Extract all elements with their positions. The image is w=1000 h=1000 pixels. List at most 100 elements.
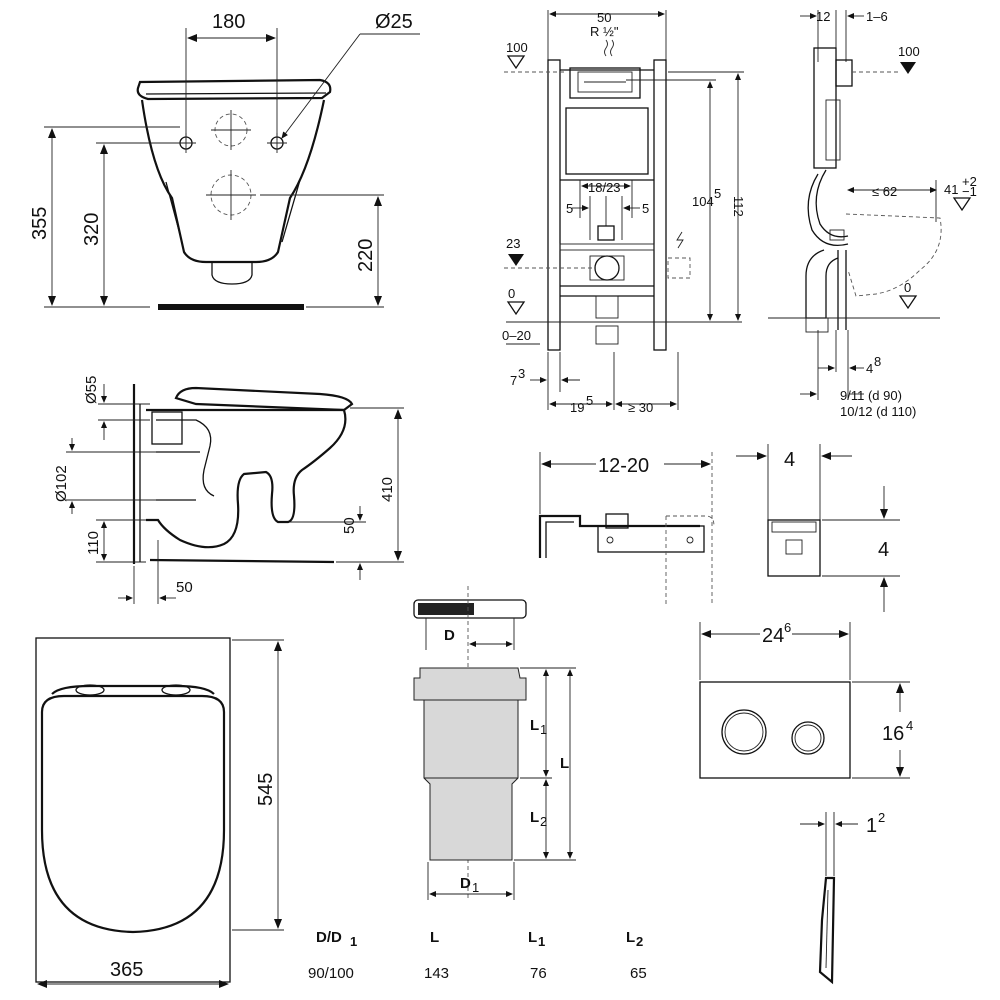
frame-side-level-100: 100 <box>898 44 920 59</box>
table-header-d-d1: D/D <box>316 929 342 946</box>
bracket-end-view <box>767 519 821 577</box>
frame-side-level-0-marker <box>898 295 918 310</box>
front-view: 180 Ø25 355 320 220 <box>29 11 420 310</box>
frame-dim-5a: 5 <box>566 201 573 216</box>
frame-side-dim-41-sup: +2 <box>962 174 977 189</box>
frame-dim-50: 50 <box>597 10 611 25</box>
dim-180: 180 <box>212 11 245 33</box>
pipe-label-d1-sub: 1 <box>472 880 479 895</box>
table-value-l2: 65 <box>630 965 647 982</box>
top-view: 545 365 <box>35 637 284 988</box>
frame-right-upright <box>653 59 667 351</box>
frame-dim-18-23: 18/23 <box>588 180 621 195</box>
table-value-l1: 76 <box>530 965 547 982</box>
electric-icon <box>676 231 684 249</box>
table-header-l1-sub: 1 <box>538 934 545 949</box>
side-trap <box>156 419 215 497</box>
pipe-label-l: L <box>560 755 569 772</box>
frame-dim-7: 7 <box>510 373 517 388</box>
dim-110: 110 <box>85 531 102 555</box>
bracket-detail: 12-20 4 4 <box>538 444 900 612</box>
side-inlet-box <box>151 411 183 445</box>
dim-diameter-25: Ø25 <box>375 11 413 33</box>
flush-plate-outline <box>699 681 851 779</box>
flush-dim-24-sup: 6 <box>784 620 791 635</box>
frame-front-view: 50 R ½" 18/23 5 5 <box>502 10 746 415</box>
side-seat-lid <box>174 386 354 412</box>
front-bowl-outline <box>140 99 326 264</box>
frame-side-dim-1-6: 1–6 <box>866 9 888 24</box>
front-foot <box>211 262 253 285</box>
frame-dim-19-sup: 5 <box>586 393 593 408</box>
frame-water-connector <box>597 225 615 241</box>
dim-50-right: 50 <box>341 517 358 534</box>
front-floor-bar <box>158 304 304 310</box>
frame-flush-opening <box>569 67 641 99</box>
dim-545: 545 <box>255 773 277 806</box>
flush-plate: 24 6 16 4 1 2 <box>699 620 913 985</box>
top-wall-outline <box>35 637 231 983</box>
pipe-body <box>413 667 527 861</box>
dim-diameter-55: Ø55 <box>83 376 100 404</box>
flush-dim-16-sup: 4 <box>906 718 913 733</box>
pipe-label-d1: D <box>460 875 471 892</box>
bracket-dim-12-20: 12-20 <box>598 455 649 477</box>
flush-plate-side-profile <box>818 876 836 985</box>
bracket-dim-4-width: 4 <box>784 449 795 471</box>
frame-side-cistern <box>813 47 837 169</box>
side-floor <box>149 558 335 564</box>
frame-side-dim-41: 41 <box>944 182 958 197</box>
frame-side-dim-4: 4 <box>866 361 873 376</box>
front-bowl-inner-right <box>281 179 301 243</box>
dimension-table: D/D 1 L L 1 L 2 90/100 143 76 65 <box>308 929 647 982</box>
pipe-label-d: D <box>444 627 455 644</box>
frame-side-dim-41-sub: −1 <box>962 184 977 199</box>
frame-side-dim-9-11: 9/11 (d 90) <box>840 388 902 403</box>
side-view: Ø55 Ø102 110 50 410 50 <box>53 376 404 604</box>
frame-side-dim-4-sup: 8 <box>874 354 881 369</box>
flush-button-small <box>791 721 825 755</box>
flush-button-large <box>721 709 767 755</box>
frame-dim-7-sup: 3 <box>518 366 525 381</box>
side-bowl-outline <box>146 408 347 549</box>
table-value-d-d1: 90/100 <box>308 965 354 982</box>
frame-side-level-0: 0 <box>904 280 911 295</box>
table-header-d-d1-sub: 1 <box>350 934 357 949</box>
frame-level-0: 0 <box>508 286 515 301</box>
frame-level-23: 23 <box>506 236 520 251</box>
dim-220: 220 <box>355 239 377 272</box>
frame-cistern <box>565 107 649 175</box>
top-seat-outline <box>40 694 226 934</box>
flush-dim-16: 16 <box>882 723 904 745</box>
table-value-l: 143 <box>424 965 449 982</box>
level-0-marker <box>506 301 526 316</box>
frame-dim-104: 104 <box>692 194 714 209</box>
pipe-label-l1-sub: 1 <box>540 722 547 737</box>
frame-side-flush-pipe <box>815 169 849 238</box>
frame-side-level-100-marker <box>900 62 916 74</box>
flush-dim-24: 24 <box>762 625 784 647</box>
pipe-label-l2-sub: 2 <box>540 814 547 829</box>
frame-side-dim-62: ≤ 62 <box>872 184 897 199</box>
level-23-marker <box>508 254 524 266</box>
dim-320: 320 <box>81 213 103 246</box>
table-header-l1: L <box>528 929 537 946</box>
frame-dim-30: ≥ 30 <box>628 400 653 415</box>
table-header-l2: L <box>626 929 635 946</box>
dim-diameter-102: Ø102 <box>53 465 70 502</box>
dim-410: 410 <box>379 477 396 502</box>
table-header-l: L <box>430 929 439 946</box>
frame-level-0-20: 0–20 <box>502 328 531 343</box>
frame-dim-5b: 5 <box>642 201 649 216</box>
front-bowl-inner-left <box>165 181 183 243</box>
table-header-l2-sub: 2 <box>636 934 643 949</box>
frame-side-view: 12 1–6 100 0 ≤ 62 41 +2 −1 <box>768 9 977 419</box>
frame-dim-104-sup: 5 <box>714 186 721 201</box>
frame-left-upright <box>547 59 561 351</box>
pipe-connector: D L 1 L L 2 D 1 <box>413 586 576 900</box>
flush-dim-1: 1 <box>866 815 877 837</box>
frame-waste-pipe <box>594 255 620 281</box>
pipe-label-l1: L <box>530 717 539 734</box>
frame-side-bowl-dashed <box>845 213 942 297</box>
